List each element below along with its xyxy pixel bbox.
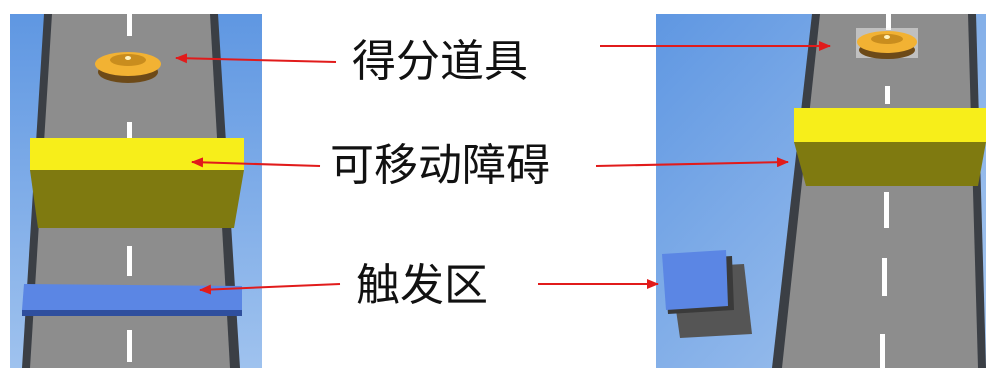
trigger-zone-cube (662, 250, 752, 338)
left-game-scene (10, 14, 262, 368)
left-game-view (10, 14, 262, 368)
trigger-zone-bar (22, 284, 242, 316)
movable-obstacle-block (30, 138, 244, 228)
label-trigger-zone: 触发区 (356, 260, 488, 311)
label-movable-obstacle: 可移动障碍 (330, 140, 550, 191)
right-game-view (656, 14, 986, 368)
label-score-item: 得分道具 (352, 36, 528, 87)
score-item-coin (95, 52, 161, 83)
score-item-coin (856, 28, 918, 59)
movable-obstacle-block (794, 108, 986, 186)
road (782, 14, 978, 368)
lane-markings (127, 14, 132, 362)
right-game-scene (656, 14, 986, 368)
lane-markings (880, 14, 891, 368)
